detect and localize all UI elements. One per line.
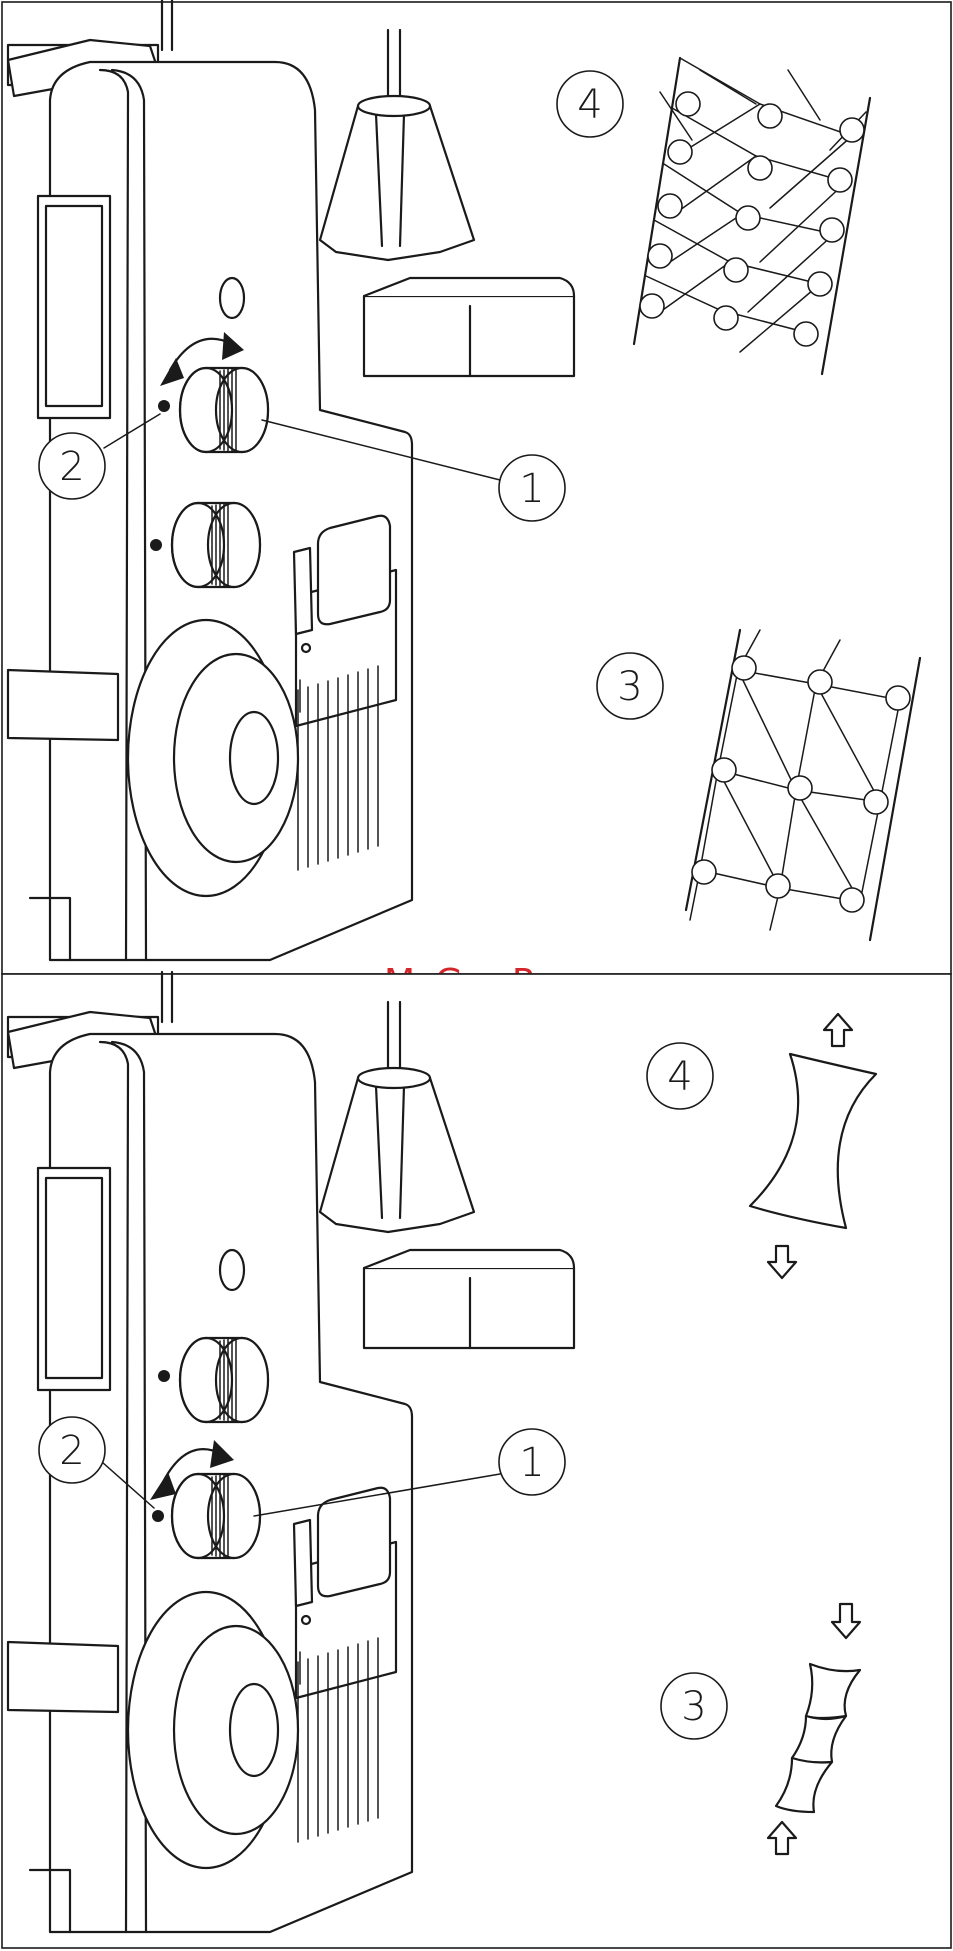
setting-mark-dot (158, 400, 170, 412)
bottom-panel: 1 2 4 3 (2, 972, 951, 1948)
differential-feed-knob[interactable] (180, 368, 268, 452)
differential-feed-knob-lower[interactable] (172, 1474, 260, 1558)
callout-1: 1 (499, 455, 565, 521)
svg-text:2: 2 (59, 444, 84, 490)
setting-mark-dot-b (158, 1370, 170, 1382)
svg-text:2: 2 (59, 1428, 84, 1474)
svg-text:1: 1 (519, 1440, 544, 1486)
callout-1-lower: 1 (499, 1429, 565, 1495)
callout-3-lower: 3 (661, 1673, 727, 1739)
callout-3: 3 (597, 653, 663, 719)
setting-mark-dot-lower (150, 539, 162, 551)
callout-4-lower: 4 (647, 1043, 713, 1109)
callout-2: 2 (39, 433, 105, 499)
svg-text:4: 4 (577, 82, 602, 128)
secondary-knob (172, 503, 260, 587)
svg-text:4: 4 (667, 1054, 692, 1100)
top-panel: 1 2 4 3 (2, 0, 951, 974)
secondary-knob-lower (180, 1338, 268, 1422)
callout-4: 4 (557, 71, 623, 137)
svg-text:3: 3 (681, 1684, 706, 1730)
svg-text:1: 1 (519, 466, 544, 512)
svg-text:3: 3 (617, 664, 642, 710)
setting-mark-dot-b-lower (152, 1510, 164, 1522)
callout-2-lower: 2 (39, 1417, 105, 1483)
